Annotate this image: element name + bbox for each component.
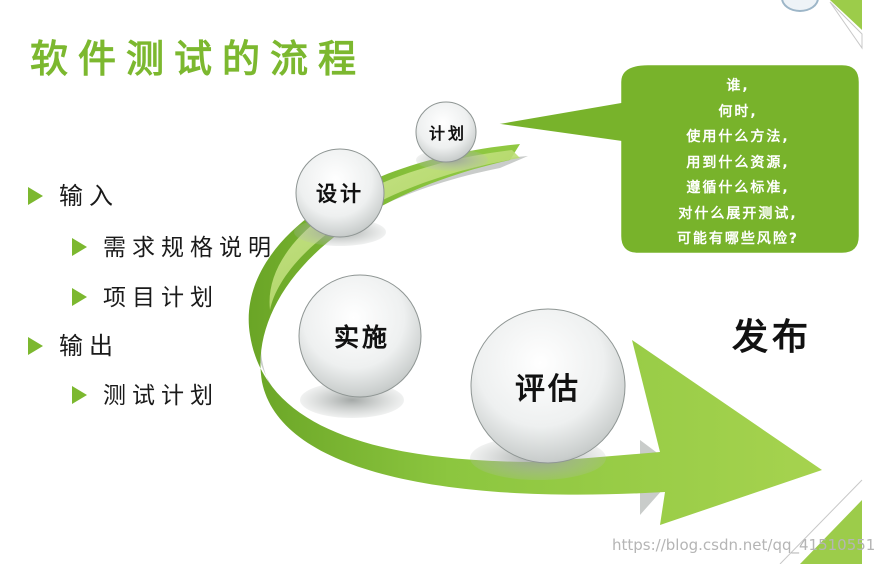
bullet-requirements-spec: 需求规格说明 — [72, 228, 277, 262]
callout-text: 谁, 何时, 使用什么方法, 用到什么资源, 遵循什么标准, 对什么展开测试, … — [622, 74, 854, 253]
bullet-text: 项目计划 — [103, 285, 219, 311]
bullet-text: 需求规格说明 — [103, 235, 277, 261]
bullet-triangle-icon — [72, 238, 87, 256]
stage-design-label: 设计 — [316, 182, 364, 206]
callout-line: 谁, — [726, 78, 750, 94]
bullet-text: 测试计划 — [103, 383, 219, 409]
ball-implement — [298, 274, 422, 398]
callout-line: 用到什么资源, — [686, 154, 790, 171]
process-arrow — [248, 144, 822, 525]
watermark: https://blog.csdn.net/qq_41510551 — [612, 536, 875, 554]
bullet-output: 输出 — [28, 326, 119, 361]
bullet-test-plan: 测试计划 — [72, 376, 219, 410]
stage-implement-label: 实施 — [333, 323, 391, 352]
bullet-triangle-icon — [28, 187, 43, 205]
stage-evaluate-label: 评估 — [515, 372, 581, 407]
bullet-text: 输入 — [59, 182, 119, 210]
callout-line: 可能有哪些风险? — [676, 231, 800, 247]
bullet-project-plan: 项目计划 — [72, 278, 219, 312]
slide-title: 软件测试的流程 — [30, 37, 367, 81]
ball-evaluate — [470, 308, 626, 464]
callout-line: 遵循什么标准, — [686, 180, 790, 196]
bullet-text: 输出 — [59, 332, 119, 360]
callout-line: 对什么展开测试, — [678, 205, 798, 222]
bullet-triangle-icon — [72, 386, 87, 404]
stage-plan-label: 计划 — [428, 124, 468, 143]
bullet-triangle-icon — [72, 288, 87, 306]
bullet-triangle-icon — [28, 337, 43, 355]
callout-line: 使用什么方法, — [686, 129, 790, 145]
ball-design — [295, 148, 385, 238]
callout-bubble — [491, 62, 862, 256]
callout-line: 何时, — [718, 103, 758, 120]
release-label: 发布 — [732, 317, 813, 358]
ball-plan — [415, 101, 477, 163]
bullet-input: 输入 — [28, 176, 119, 211]
